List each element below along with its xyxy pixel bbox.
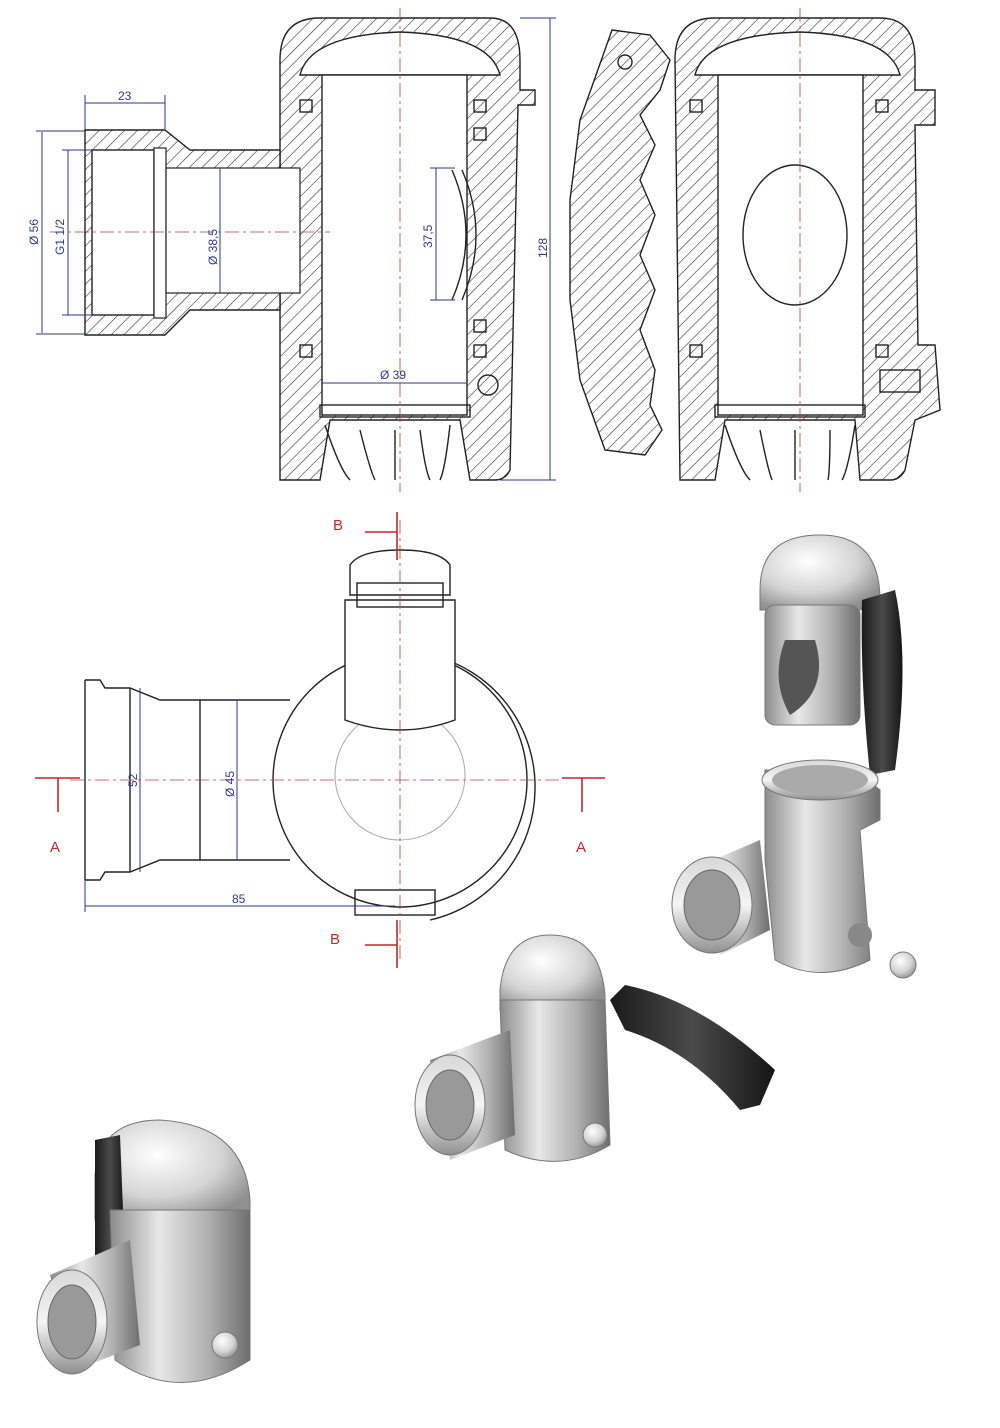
- dim-pipe-diameter: Ø 45: [223, 771, 237, 797]
- section-label-b-top: B: [333, 517, 343, 534]
- dim-outer-diameter: Ø 56: [27, 219, 41, 245]
- dim-inner-diameter: Ø 39: [380, 368, 406, 382]
- dim-flange-height: 52: [126, 773, 140, 787]
- dim-overall-length: 85: [232, 892, 246, 906]
- dim-overall-height: 128: [536, 238, 550, 258]
- section-label-a-left: A: [50, 839, 60, 856]
- dim-inlet-length: 23: [118, 89, 132, 103]
- dim-thread: G1 1/2: [53, 219, 67, 255]
- dim-window-height: 37,5: [421, 224, 435, 248]
- section-label-b-bottom: B: [330, 931, 340, 948]
- section-view-a: 23 Ø 56 G1 1/2 Ø 38,5 37,5 128 Ø 39: [27, 8, 556, 492]
- dim-bore-diameter: Ø 38,5: [206, 229, 220, 265]
- render-open: [414, 934, 775, 1162]
- section-label-a-right: A: [576, 839, 586, 856]
- render-exploded: [671, 534, 917, 979]
- render-closed: [36, 1119, 251, 1383]
- plan-view: 52 Ø 45 85 A A B B: [35, 512, 605, 968]
- section-view-b: [569, 8, 941, 492]
